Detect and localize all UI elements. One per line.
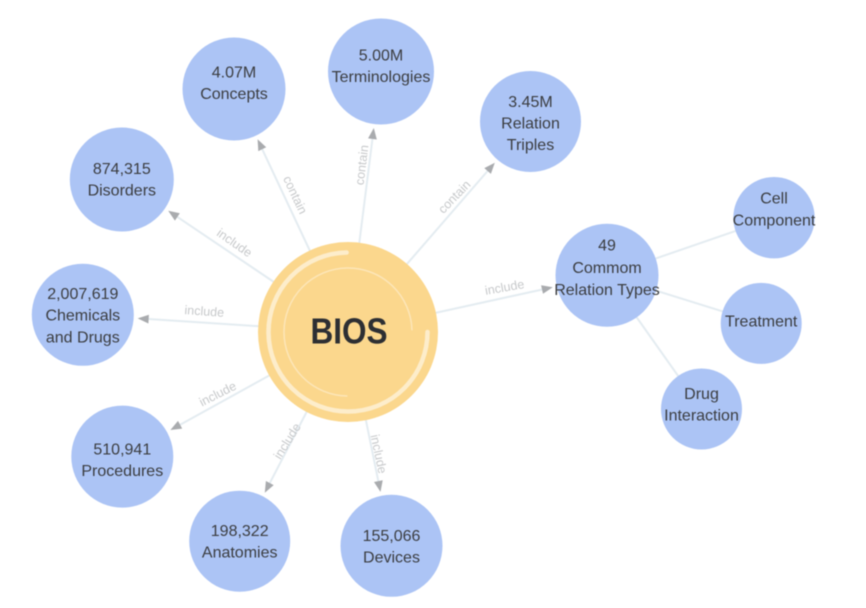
svg-text:874,315: 874,315 [93, 161, 151, 178]
svg-text:155,066: 155,066 [363, 528, 421, 545]
svg-text:include: include [484, 277, 525, 298]
svg-text:and Drugs: and Drugs [46, 329, 120, 346]
svg-text:5.00M: 5.00M [359, 48, 403, 65]
svg-text:contain: contain [353, 144, 372, 186]
svg-text:Relation: Relation [501, 116, 560, 133]
svg-text:Triples: Triples [507, 137, 554, 154]
svg-text:2,007,619: 2,007,619 [47, 286, 118, 303]
svg-text:Terminologies: Terminologies [332, 69, 431, 86]
svg-text:include: include [184, 303, 225, 320]
svg-text:BIOS: BIOS [311, 311, 388, 352]
svg-text:Commom: Commom [572, 260, 641, 277]
svg-text:Treatment: Treatment [725, 314, 798, 331]
svg-text:4.07M: 4.07M [212, 65, 256, 82]
svg-text:Component: Component [733, 213, 816, 230]
svg-text:Chemicals: Chemicals [45, 308, 120, 325]
svg-text:Devices: Devices [363, 549, 420, 566]
svg-text:510,941: 510,941 [93, 441, 151, 458]
svg-text:198,322: 198,322 [211, 523, 269, 540]
svg-text:Concepts: Concepts [200, 86, 268, 103]
svg-text:3.45M: 3.45M [508, 94, 552, 111]
svg-text:Procedures: Procedures [81, 463, 163, 480]
svg-text:Relation Types: Relation Types [554, 282, 660, 299]
svg-text:Interaction: Interaction [664, 407, 739, 424]
svg-text:Anatomies: Anatomies [202, 544, 278, 561]
svg-text:Drug: Drug [684, 386, 719, 403]
svg-text:49: 49 [598, 238, 616, 255]
svg-text:Cell: Cell [760, 191, 788, 208]
svg-text:Disorders: Disorders [88, 182, 156, 199]
